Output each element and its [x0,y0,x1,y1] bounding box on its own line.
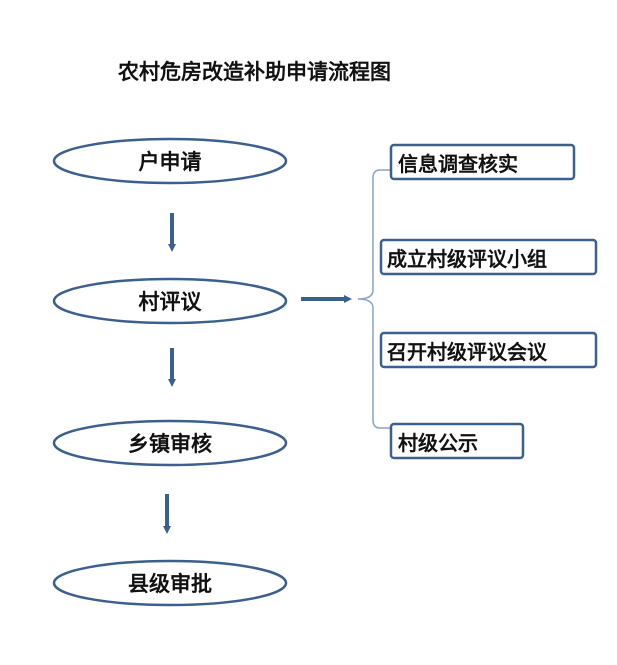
step-village-review: 村评议 [138,290,202,314]
substep-publicity: 村级公示 [398,430,478,455]
diagram-title: 农村危房改造补助申请流程图 [118,60,391,84]
step-village-review-oval [52,277,288,325]
arrow-to-substeps [301,295,352,303]
step-county-approval: 县级审批 [128,572,212,596]
substep-form-group-box [379,238,598,276]
step-household-application: 户申请 [138,150,202,174]
step-township-audit-oval [52,419,288,467]
step-township-audit: 乡镇审核 [128,432,212,456]
substep-info-survey-box [389,143,576,181]
arrow-2-to-3 [168,348,176,387]
step-household-application-oval [52,137,288,185]
arrow-1-to-2 [168,213,176,252]
substep-publicity-box [389,422,525,460]
substeps-bracket [357,169,390,429]
arrow-3-to-4 [163,494,171,534]
substep-form-group: 成立村级评议小组 [387,246,547,271]
step-county-approval-oval [52,559,288,607]
substep-info-survey: 信息调查核实 [398,151,518,176]
substep-hold-meeting: 召开村级评议会议 [387,339,547,364]
substep-hold-meeting-box [379,331,598,369]
